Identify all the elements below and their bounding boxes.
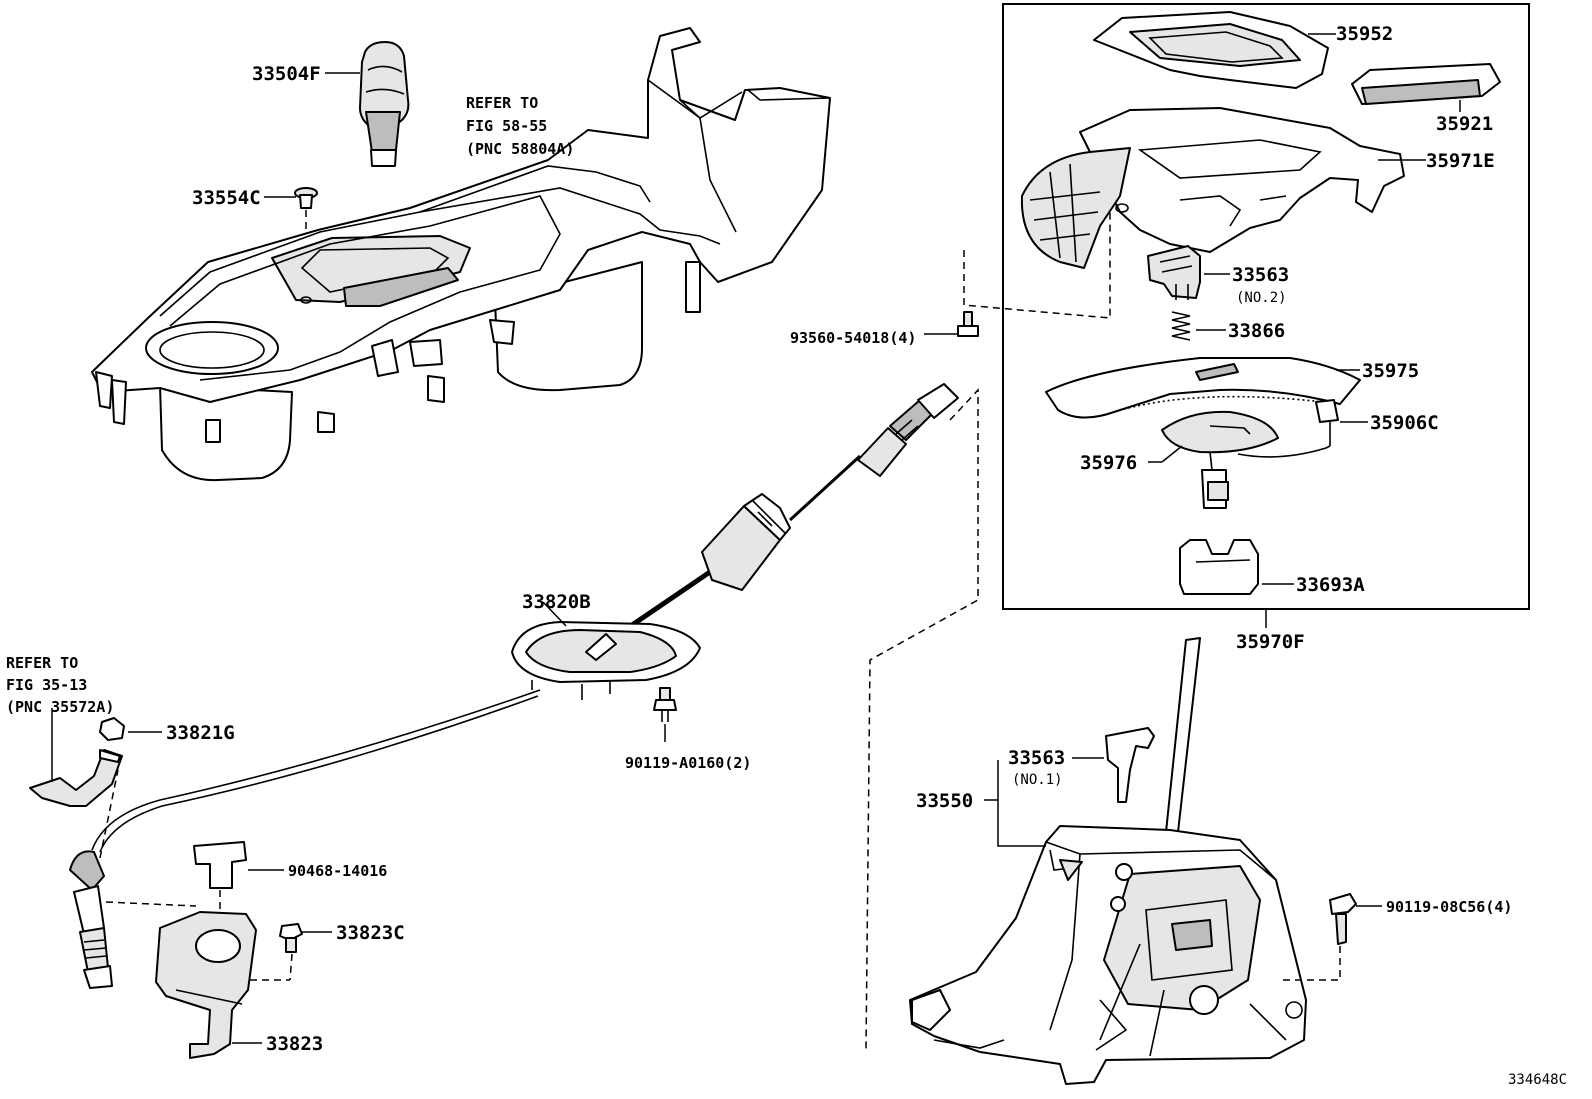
cover-35952-illustration [1093, 11, 1329, 89]
cover-35921-illustration [1351, 63, 1501, 105]
label-33823: 33823 [266, 1033, 323, 1055]
leader-35976 [1161, 445, 1183, 463]
console-ref-line2: FIG 58-55 [466, 117, 547, 135]
dash-bracket-to-cable [99, 769, 119, 859]
label-33866: 33866 [1228, 320, 1285, 342]
labels: 33504F REFER TO FIG 58-55 (PNC 58804A) 3… [6, 23, 1567, 1088]
label-33504F: 33504F [252, 63, 321, 85]
dash-bolt-base [1282, 946, 1341, 981]
label-90119-a0160: 90119-A0160(2) [625, 754, 751, 772]
label-35970F: 35970F [1236, 631, 1305, 653]
bracket-35906C-illustration [1315, 399, 1339, 446]
console-hole [300, 296, 312, 304]
cable-bracket-illustration [29, 749, 123, 807]
label-35976: 35976 [1080, 452, 1137, 474]
label-33823C: 33823C [336, 922, 405, 944]
lever-33563-no2-illustration [1147, 245, 1201, 300]
label-93560: 93560-54018(4) [790, 329, 916, 347]
label-35921: 35921 [1436, 113, 1493, 135]
leader-33550-bracket [997, 760, 1046, 847]
label-90468: 90468-14016 [288, 862, 387, 880]
console-ref-line1: REFER TO [466, 94, 538, 112]
plate-33823-illustration [155, 911, 257, 1059]
dash-screw-guide [963, 200, 1111, 319]
console-ref-line3: (PNC 58804A) [466, 140, 574, 158]
dash-long-guide [865, 388, 979, 1051]
cable-ref-line1: REFER TO [6, 654, 78, 672]
bolt-90119-08c56-illustration [1329, 893, 1357, 945]
label-33821G: 33821G [166, 722, 235, 744]
label-90119-08c56: 90119-08C56(4) [1386, 898, 1512, 916]
label-33563-no2-note: (NO.2) [1236, 290, 1287, 306]
clip-90468-illustration [193, 841, 247, 889]
shift-lever-assembly-illustration [909, 637, 1307, 1085]
shift-knob-illustration [359, 41, 410, 167]
spring-33866-illustration [1171, 311, 1191, 341]
leader-33820B [542, 601, 567, 627]
cable-ref-line3: (PNC 35572A) [6, 698, 114, 716]
screw-93560-illustration [957, 311, 979, 337]
label-35971E: 35971E [1426, 150, 1495, 172]
label-33554C: 33554C [192, 187, 261, 209]
label-33820B: 33820B [522, 591, 591, 613]
label-33563-no1: 33563 [1008, 747, 1065, 769]
indicator-35975-illustration [1045, 357, 1361, 419]
plug-illustration [294, 187, 318, 209]
indicator-35976-illustration [1161, 410, 1331, 509]
label-35952: 35952 [1336, 23, 1393, 45]
cover-33693A-illustration [1179, 539, 1259, 595]
nut-33821G-illustration [99, 717, 125, 741]
label-33693A: 33693A [1296, 574, 1365, 596]
cable-ref-line2: FIG 35-13 [6, 676, 87, 694]
housing-35971E-illustration [1020, 107, 1405, 269]
dash-bolt-plate [289, 953, 293, 981]
bolt-90119-a0160-illustration [653, 687, 677, 722]
bolt-33823c-illustration [279, 923, 303, 953]
dash-cable-to-plate [105, 901, 197, 907]
console-box-illustration [91, 27, 831, 482]
shift-cable-illustration [69, 383, 959, 989]
label-35975: 35975 [1362, 360, 1419, 382]
lever-33563-no1-illustration [1105, 727, 1155, 803]
label-33550: 33550 [916, 790, 973, 812]
label-35906C: 35906C [1370, 412, 1439, 434]
label-33563-no1-note: (NO.1) [1012, 772, 1063, 788]
figure-code: 334648C [1508, 1072, 1567, 1088]
label-33563-no2: 33563 [1232, 264, 1289, 286]
